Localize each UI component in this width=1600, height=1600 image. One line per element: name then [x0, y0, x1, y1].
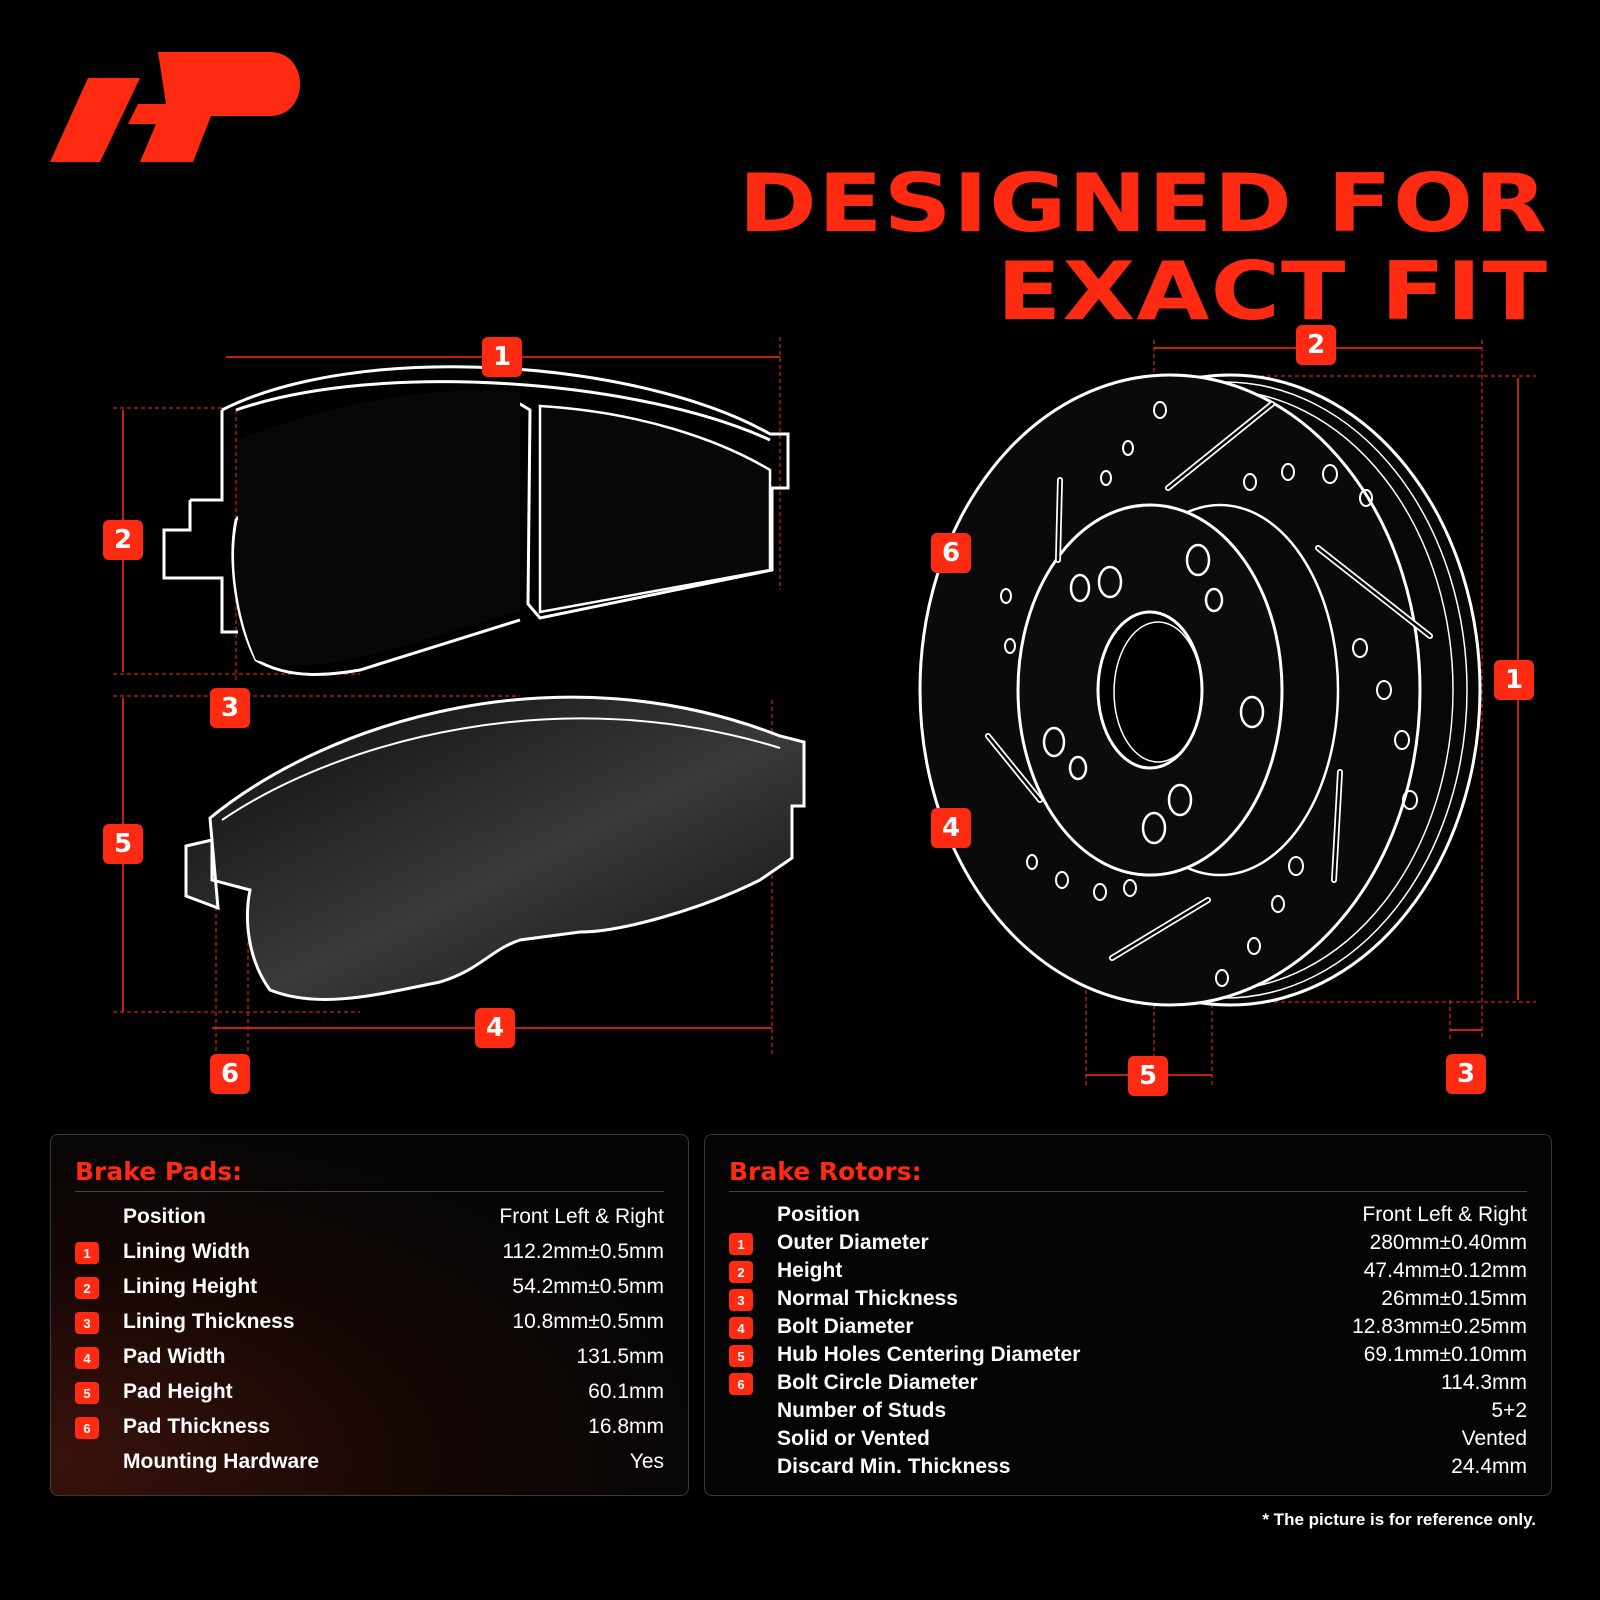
spec-row: 3 Normal Thickness 26mm±0.15mm — [729, 1285, 1527, 1315]
spec-label: Bolt Circle Diameter — [777, 1371, 978, 1394]
spec-number-badge: 3 — [729, 1289, 753, 1311]
pad-label-2: 2 — [103, 520, 143, 560]
spec-label: Position — [777, 1203, 860, 1226]
spec-value: Front Left & Right — [499, 1205, 664, 1228]
spec-label: Solid or Vented — [777, 1427, 930, 1450]
rotor-label-5: 5 — [1128, 1056, 1168, 1096]
spec-value: 60.1mm — [588, 1380, 664, 1403]
spec-value: 280mm±0.40mm — [1369, 1231, 1527, 1254]
pad-label-1: 1 — [482, 337, 522, 377]
spec-label: Bolt Diameter — [777, 1315, 914, 1338]
spec-label: Pad Height — [123, 1380, 233, 1403]
spec-label: Mounting Hardware — [123, 1450, 320, 1473]
headline-line1: DESIGNED FOR — [738, 157, 1548, 250]
spec-row: Position Front Left & Right — [75, 1203, 664, 1233]
spec-label: Position — [123, 1205, 206, 1228]
spec-row: 6 Bolt Circle Diameter 114.3mm — [729, 1369, 1527, 1399]
spec-value: 5+2 — [1491, 1399, 1527, 1422]
divider — [75, 1191, 664, 1192]
spec-label: Pad Width — [123, 1345, 226, 1368]
spec-label: Discard Min. Thickness — [777, 1455, 1011, 1478]
spec-label: Lining Height — [123, 1275, 258, 1298]
spec-number-badge: 2 — [75, 1277, 99, 1299]
spec-row: Mounting Hardware Yes — [75, 1448, 664, 1478]
spec-label: Hub Holes Centering Diameter — [777, 1343, 1081, 1366]
spec-number-badge: 1 — [729, 1233, 753, 1255]
spec-row: 3 Lining Thickness 10.8mm±0.5mm — [75, 1308, 664, 1338]
spec-value: Yes — [629, 1450, 664, 1473]
brand-logo — [50, 52, 300, 162]
spec-number-badge: 3 — [75, 1312, 99, 1334]
spec-value: Vented — [1461, 1427, 1527, 1450]
spec-value: 16.8mm — [588, 1415, 664, 1438]
spec-row: Discard Min. Thickness 24.4mm — [729, 1453, 1527, 1483]
spec-value: 24.4mm — [1451, 1455, 1527, 1478]
spec-label: Lining Thickness — [123, 1310, 295, 1333]
headline: DESIGNED FOR EXACT FIT — [738, 160, 1548, 336]
pad-label-5: 5 — [103, 824, 143, 864]
spec-row: 4 Bolt Diameter 12.83mm±0.25mm — [729, 1313, 1527, 1343]
spec-number-badge: 5 — [729, 1345, 753, 1367]
spec-value: 47.4mm±0.12mm — [1363, 1259, 1527, 1282]
spec-number-badge: 5 — [75, 1382, 99, 1404]
spec-number-badge: 6 — [729, 1373, 753, 1395]
spec-value: Front Left & Right — [1362, 1203, 1527, 1226]
spec-label: Pad Thickness — [123, 1415, 271, 1438]
rotor-label-2: 2 — [1296, 325, 1336, 365]
brake-pad-diagram — [113, 337, 806, 1054]
headline-line2: EXACT FIT — [996, 245, 1548, 338]
spec-row: Number of Studs 5+2 — [729, 1397, 1527, 1427]
spec-value: 10.8mm±0.5mm — [512, 1310, 664, 1333]
spec-label: Normal Thickness — [777, 1287, 958, 1310]
spec-value: 69.1mm±0.10mm — [1363, 1343, 1527, 1366]
spec-value: 114.3mm — [1441, 1371, 1527, 1394]
spec-row: 2 Lining Height 54.2mm±0.5mm — [75, 1273, 664, 1303]
spec-row: 5 Pad Height 60.1mm — [75, 1378, 664, 1408]
spec-row: 4 Pad Width 131.5mm — [75, 1343, 664, 1373]
spec-label: Height — [777, 1259, 843, 1282]
pad-label-3: 3 — [210, 688, 250, 728]
spec-value: 131.5mm — [576, 1345, 664, 1368]
spec-row: 1 Outer Diameter 280mm±0.40mm — [729, 1229, 1527, 1259]
spec-value: 26mm±0.15mm — [1381, 1287, 1527, 1310]
spec-row: 1 Lining Width 112.2mm±0.5mm — [75, 1238, 664, 1268]
rotor-label-4: 4 — [931, 808, 971, 848]
brake-rotor-diagram — [918, 340, 1536, 1088]
spec-row: Solid or Vented Vented — [729, 1425, 1527, 1455]
spec-number-badge: 1 — [75, 1242, 99, 1264]
spec-label: Number of Studs — [777, 1399, 947, 1422]
pad-label-4: 4 — [475, 1008, 515, 1048]
spec-row: Position Front Left & Right — [729, 1201, 1527, 1231]
spec-number-badge: 2 — [729, 1261, 753, 1283]
brake-rotors-title: Brake Rotors: — [729, 1157, 922, 1186]
brake-rotors-panel: Brake Rotors: Position Front Left & Right… — [704, 1134, 1552, 1496]
divider — [729, 1191, 1527, 1192]
spec-row: 5 Hub Holes Centering Diameter 69.1mm±0.10… — [729, 1341, 1527, 1371]
spec-value: 112.2mm±0.5mm — [502, 1240, 664, 1263]
spec-row: 6 Pad Thickness 16.8mm — [75, 1413, 664, 1443]
rotor-label-6: 6 — [931, 533, 971, 573]
brake-pads-title: Brake Pads: — [75, 1157, 243, 1186]
spec-number-badge: 6 — [75, 1417, 99, 1439]
spec-label: Outer Diameter — [777, 1231, 929, 1254]
spec-number-badge: 4 — [75, 1347, 99, 1369]
spec-value: 54.2mm±0.5mm — [512, 1275, 664, 1298]
spec-number-badge: 4 — [729, 1317, 753, 1339]
spec-row: 2 Height 47.4mm±0.12mm — [729, 1257, 1527, 1287]
pad-label-6: 6 — [210, 1054, 250, 1094]
footnote: * The picture is for reference only. — [1262, 1510, 1536, 1529]
spec-value: 12.83mm±0.25mm — [1352, 1315, 1527, 1338]
spec-label: Lining Width — [123, 1240, 250, 1263]
rotor-label-3: 3 — [1446, 1054, 1486, 1094]
rotor-label-1: 1 — [1494, 660, 1534, 700]
